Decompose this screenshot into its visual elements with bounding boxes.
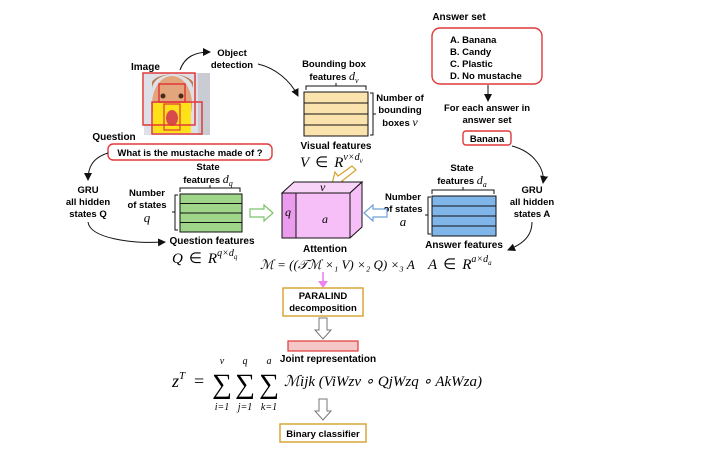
sum-k-bottom: k=1 (261, 402, 277, 413)
num-states-a-line1: Number (385, 192, 421, 203)
gru-a-line1: GRU (521, 185, 542, 196)
object-detection-line1: Object (217, 48, 247, 59)
answer-set-box (431, 27, 543, 85)
attention-equation: ℳ = ((𝒯ℳ ×₁ V) ×₂ Q) ×₃ A (260, 257, 415, 272)
a-height-brace (425, 196, 431, 235)
z-lhs: zT (171, 370, 186, 391)
answer-item-d: D. No mustache (450, 71, 522, 82)
arrow-image-to-detection (179, 48, 211, 71)
sum-i-top: v (220, 356, 225, 367)
state-features-q-line2: features dq (183, 172, 233, 188)
num-states-q-line1: Number (129, 188, 165, 199)
q-width-brace (179, 185, 241, 192)
num-boxes-line2: bounding (378, 105, 421, 116)
arrow-formula-to-classifier (313, 398, 333, 421)
question-features-equation: Q∈Rq×dq (172, 248, 238, 267)
attention-label: Attention (303, 244, 347, 255)
state-features-a-line1: State (450, 163, 473, 174)
sum-i-bottom: i=1 (215, 402, 230, 413)
question-box (107, 143, 273, 161)
answer-feature-matrix (431, 195, 497, 237)
sum-j-top: q (243, 356, 248, 367)
visual-features-label: Visual features (301, 141, 372, 152)
attention-tensor-cube (280, 180, 364, 239)
joint-representation-bar (287, 340, 359, 352)
paralind-line1: PARALIND (299, 291, 348, 302)
arrow-detection-to-bbox (257, 63, 299, 97)
answer-features-equation: A∈Ra×da (427, 254, 492, 273)
num-states-a-sym: a (400, 214, 407, 229)
question-feature-matrix (179, 193, 243, 233)
gru-q-line3: states Q (69, 209, 107, 220)
current-answer-box (462, 130, 512, 146)
num-states-a-line2: of states (383, 204, 422, 215)
num-boxes-line1: Number of (376, 93, 424, 104)
binary-classifier-box (279, 423, 367, 443)
joint-representation-label: Joint representation (280, 354, 376, 365)
question-label: Question (92, 132, 135, 143)
paralind-line2: decomposition (289, 303, 357, 314)
paralind-box (282, 287, 364, 317)
current-answer-text: Banana (470, 134, 505, 145)
a-width-brace (431, 187, 495, 194)
answer-item-c: C. Plastic (450, 59, 493, 70)
num-states-q-line2: of states (127, 200, 166, 211)
question-text: What is the mustache made of ? (117, 148, 262, 159)
answer-set-title: Answer set (432, 12, 486, 23)
gru-a-line2: all hidden (510, 197, 555, 208)
arrow-question-to-cube (249, 203, 274, 223)
sum-j-sigma: ∑ (235, 369, 255, 400)
sum-i-sigma: ∑ (212, 369, 232, 400)
cube-label-a: a (322, 212, 328, 226)
num-boxes-line3: boxes v (382, 115, 418, 129)
bbox-height-brace (370, 92, 376, 136)
sum-k-top: a (267, 356, 272, 367)
bbox-features-line1: Bounding box (302, 59, 367, 70)
num-states-q-sym: q (144, 210, 151, 225)
arrow-answer-to-cube (363, 203, 388, 223)
answer-item-b: B. Candy (450, 47, 492, 58)
gru-q-line1: GRU (77, 185, 98, 196)
bbox-feature-matrix (303, 91, 369, 137)
bbox-features-line2: features dv (309, 69, 359, 85)
input-image (142, 72, 210, 135)
arrow-answer-to-gru (511, 145, 549, 184)
arrow-question-to-gru (84, 152, 109, 181)
z-body: ℳijk (ViWzv ∘ QjWzq ∘ AkWza) (284, 374, 482, 390)
gru-q-line2: all hidden (66, 197, 111, 208)
gru-a-line3: states A (514, 209, 551, 220)
arrow-gru-a-to-answer-features (507, 221, 533, 251)
arrow-paralind-to-joint (313, 317, 333, 340)
answer-features-label: Answer features (425, 240, 503, 251)
q-height-brace (172, 194, 178, 231)
cube-label-q: q (285, 205, 291, 219)
sum-k-sigma: ∑ (259, 369, 279, 400)
cube-label-v: v (320, 180, 326, 194)
object-detection-line2: detection (211, 60, 253, 71)
answer-item-a: A. Banana (450, 35, 497, 46)
sum-j-bottom: j=1 (236, 402, 253, 413)
bbox-width-brace (305, 83, 367, 90)
state-features-a-line2: features da (437, 173, 487, 189)
image-label: Image (131, 62, 160, 73)
question-features-label: Question features (169, 236, 254, 247)
binary-classifier-label: Binary classifier (286, 429, 360, 440)
for-each-line1: For each answer in (444, 103, 530, 114)
state-features-q-line1: State (196, 162, 219, 173)
for-each-line2: answer set (462, 115, 512, 126)
arrow-gru-q-to-question-features (87, 221, 166, 247)
z-equals: = (194, 371, 204, 391)
visual-features-equation: V∈Rv×dv (300, 152, 364, 171)
joint-representation-formula: zT = v ∑ i=1 q ∑ j=1 a ∑ k=1 ℳijk (ViWzv… (171, 356, 482, 413)
arrow-attention-to-paralind-head (318, 281, 328, 288)
